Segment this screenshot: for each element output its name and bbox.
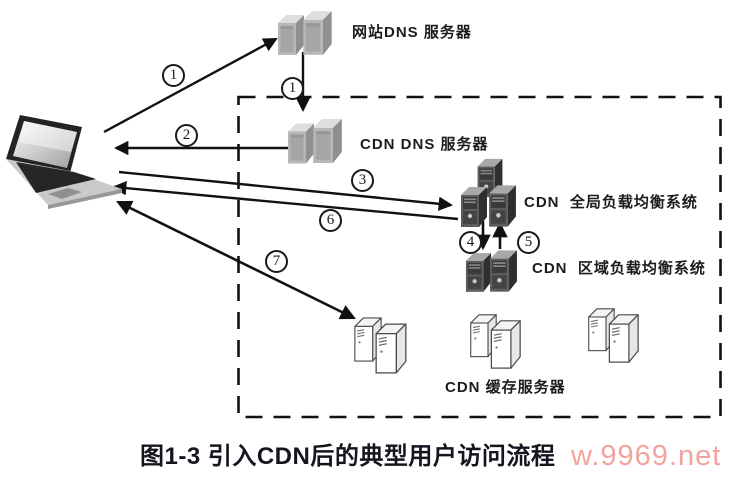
step-badge-1a: 1	[162, 64, 185, 87]
cache-server-icon	[354, 317, 407, 374]
cache-server-icon	[588, 308, 639, 363]
step-badge-5: 5	[517, 231, 540, 254]
arrow-user-to-website-dns	[103, 37, 278, 134]
arrow-user-to-global-lb	[118, 170, 454, 211]
step-badge-4: 4	[459, 231, 482, 254]
arrow-global-lb-to-user	[111, 180, 459, 221]
step-badge-2: 2	[175, 124, 198, 147]
step-badge-6: 6	[319, 209, 342, 232]
website-dns-label: 网站DNS 服务器	[352, 24, 472, 41]
arrow-user-cache-exchange	[116, 200, 356, 320]
figure-caption: 图1-3 引入CDN后的典型用户访问流程	[140, 443, 556, 470]
step-badge-3: 3	[351, 169, 374, 192]
cdn-dns-server-icon	[288, 119, 342, 164]
watermark-text: w.9969.net	[571, 440, 722, 472]
global-lb-label: CDN 全局负载均衡系统	[524, 194, 698, 211]
cache-server-icon	[470, 314, 521, 369]
website-dns-server-icon	[278, 11, 332, 55]
step-badge-7: 7	[265, 250, 288, 273]
global-lb-cluster-icon	[461, 158, 516, 227]
cache-label: CDN 缓存服务器	[445, 379, 566, 396]
regional-lb-label: CDN 区域负载均衡系统	[532, 260, 706, 277]
laptop-icon	[6, 115, 122, 209]
cdn-dns-label: CDN DNS 服务器	[360, 136, 489, 153]
step-badge-1b: 1	[281, 77, 304, 100]
